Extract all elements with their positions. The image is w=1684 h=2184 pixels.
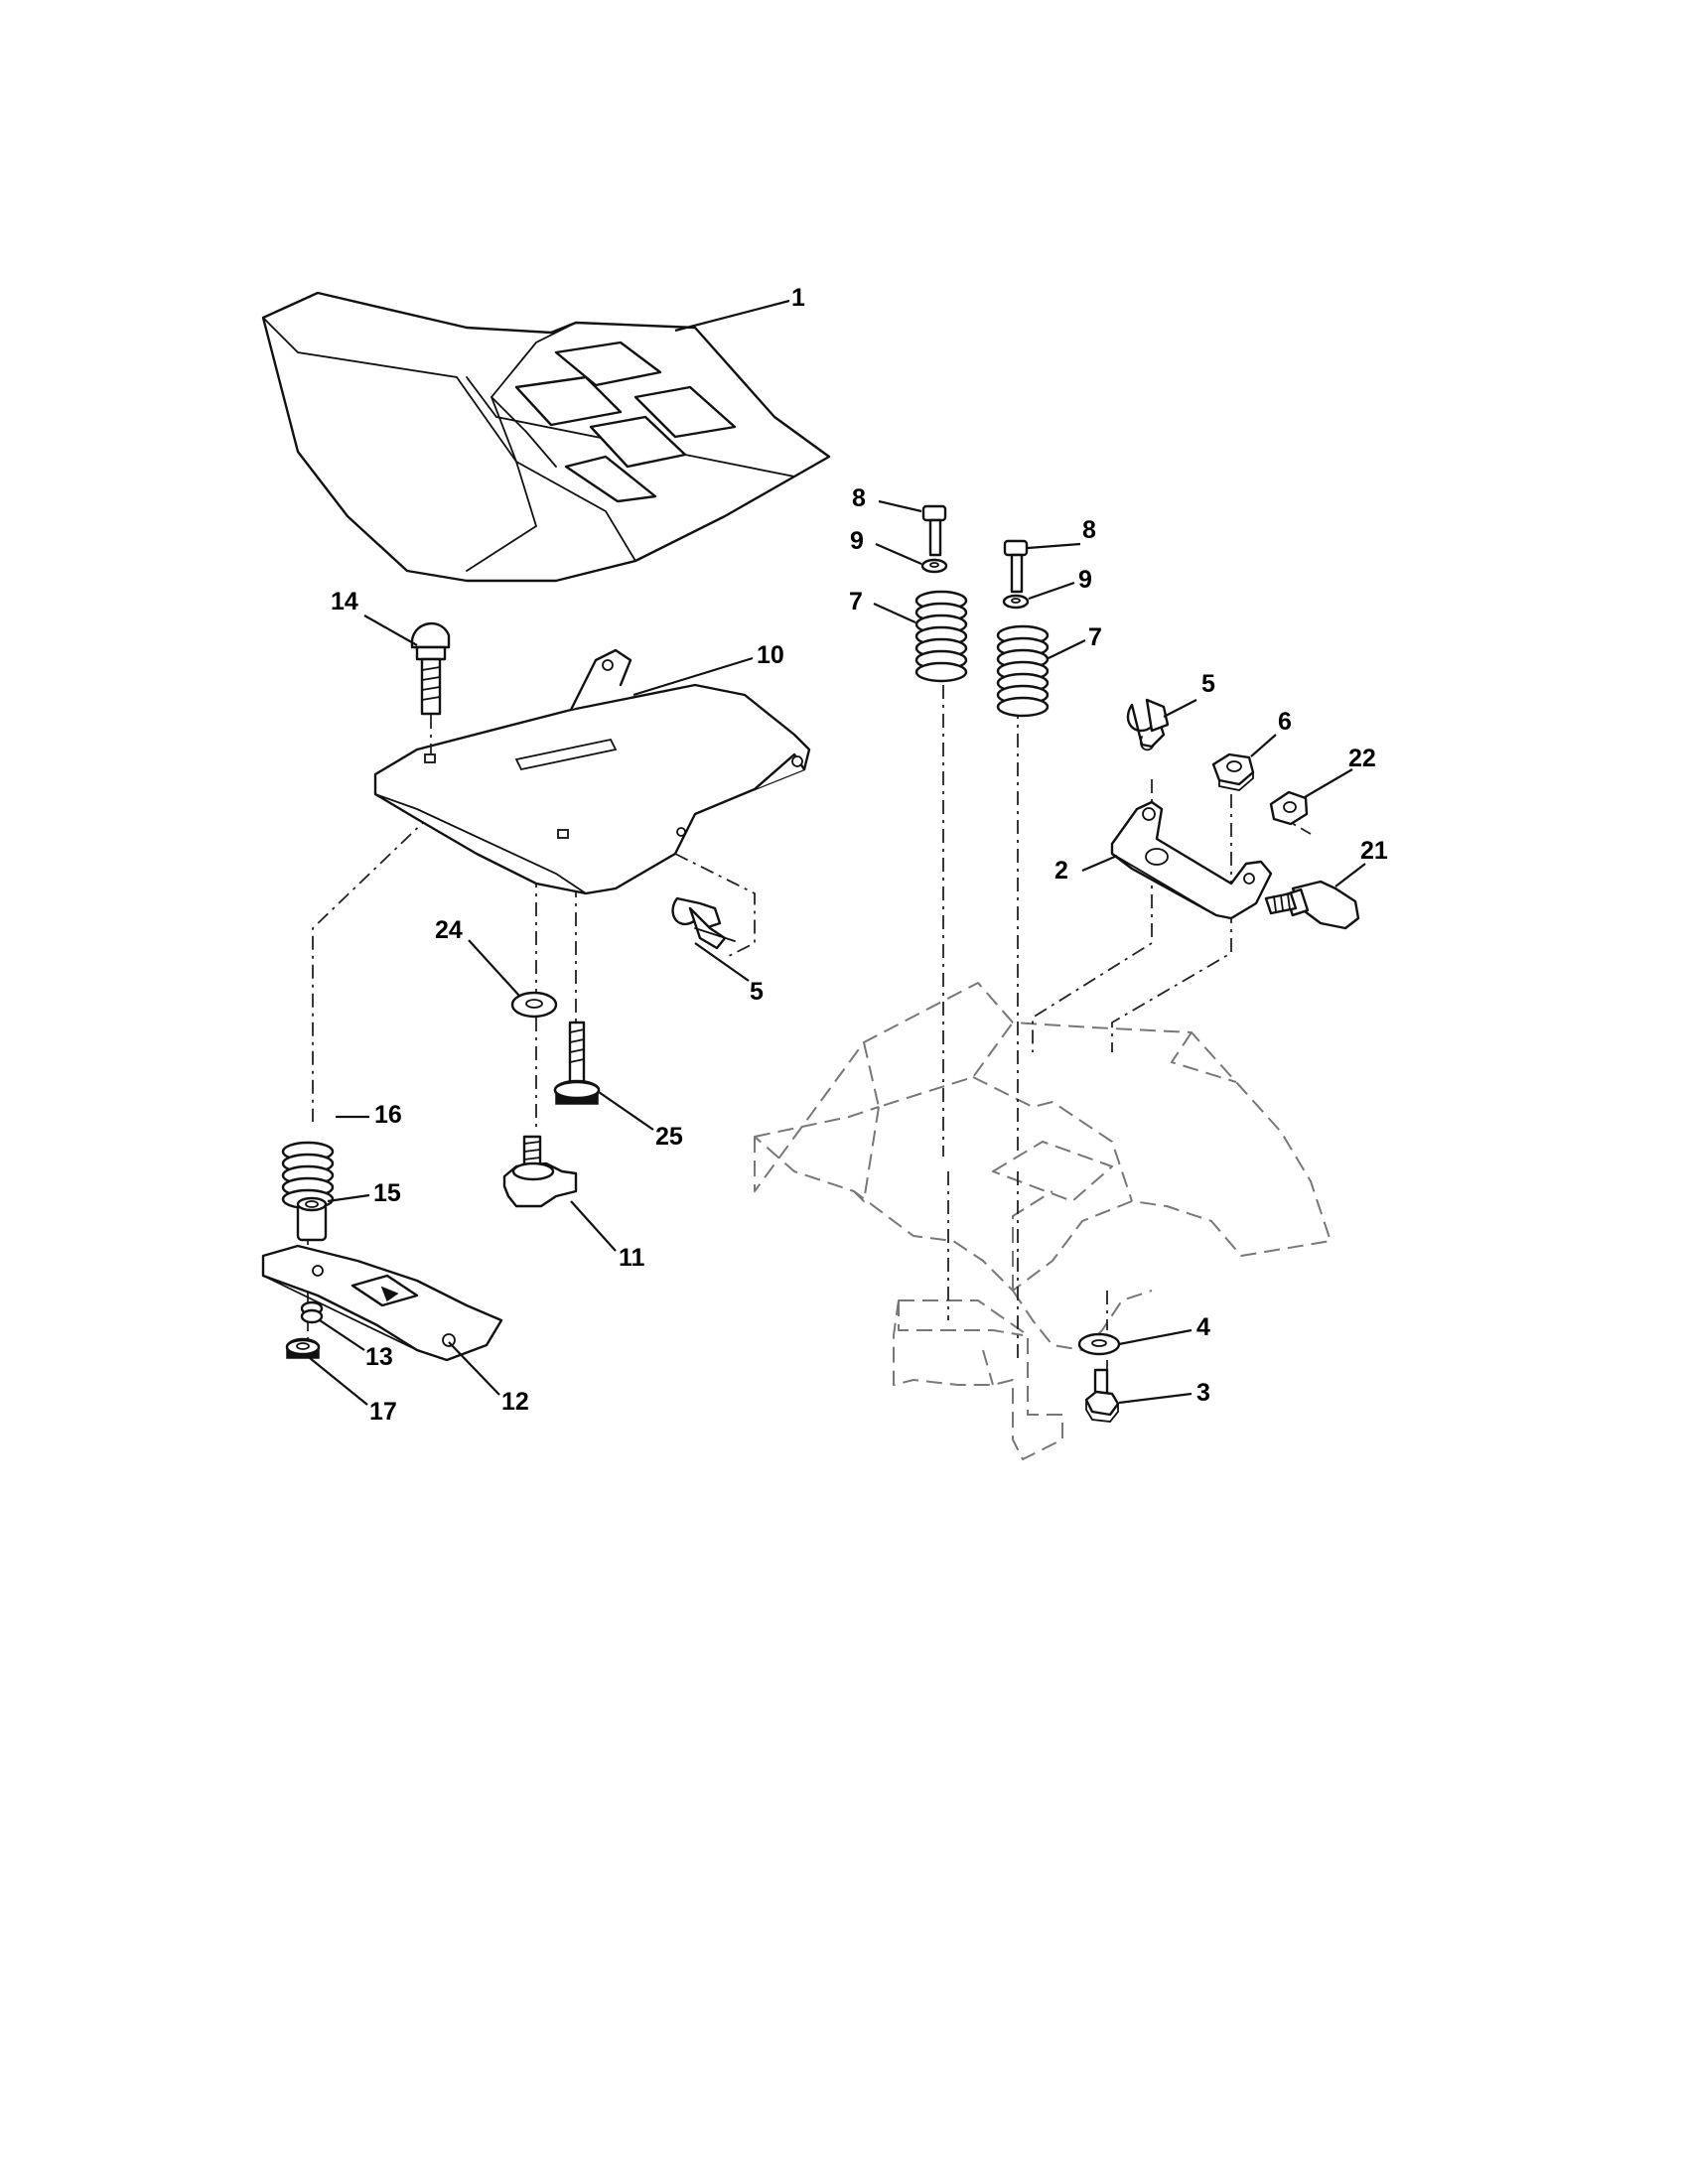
callout-24: 24 xyxy=(435,916,463,944)
callout-22: 22 xyxy=(1348,745,1376,772)
carriage-bolt xyxy=(410,621,451,754)
bolt-right xyxy=(1003,539,1029,594)
callout-15: 15 xyxy=(373,1179,401,1207)
nut-22 xyxy=(1269,790,1309,826)
seat xyxy=(261,291,831,583)
callout-9-left: 9 xyxy=(850,527,864,555)
callout-6: 6 xyxy=(1278,708,1292,736)
seat-pan xyxy=(373,648,811,895)
callout-10: 10 xyxy=(757,641,784,669)
callout-21: 21 xyxy=(1360,837,1388,865)
callout-7-left: 7 xyxy=(849,588,863,615)
callout-3: 3 xyxy=(1196,1379,1210,1407)
callout-17: 17 xyxy=(369,1398,397,1426)
callout-8-right: 8 xyxy=(1082,516,1096,544)
tractor-frame-outline xyxy=(754,982,1332,1460)
callout-1: 1 xyxy=(791,284,805,312)
clip-left xyxy=(671,896,736,950)
adjustment-knob xyxy=(502,1135,578,1208)
washer-small xyxy=(300,1300,324,1324)
callout-9-right: 9 xyxy=(1078,566,1092,594)
clip-right xyxy=(1126,698,1170,751)
callout-12: 12 xyxy=(501,1388,529,1416)
callout-5-right: 5 xyxy=(1201,670,1215,698)
callout-13: 13 xyxy=(365,1343,393,1371)
washer-right xyxy=(1002,594,1030,610)
callout-14: 14 xyxy=(331,588,358,615)
shoulder-bolt xyxy=(553,1021,601,1105)
callout-7-right: 7 xyxy=(1088,623,1102,651)
hex-bolt-3 xyxy=(1084,1368,1120,1423)
shoulder-bolt-21 xyxy=(1264,880,1360,930)
slide-plate xyxy=(261,1244,503,1362)
callout-25: 25 xyxy=(655,1123,683,1151)
bolt-left xyxy=(921,504,947,557)
seat-bracket xyxy=(1110,800,1273,920)
spacer xyxy=(296,1196,328,1242)
seat-panels xyxy=(514,341,737,503)
washer-left xyxy=(920,558,948,574)
callout-11: 11 xyxy=(619,1244,645,1272)
spring-left xyxy=(914,590,968,683)
callout-labels: 1 10 14 8 8 9 9 7 7 5 6 22 21 2 5 24 25 … xyxy=(331,284,1388,1426)
leader-lines xyxy=(309,299,1366,1406)
callout-2: 2 xyxy=(1054,857,1068,885)
washer xyxy=(510,991,558,1019)
nut-bottom-left xyxy=(285,1337,321,1359)
callout-8-left: 8 xyxy=(852,484,866,512)
washer-4 xyxy=(1077,1332,1121,1356)
callout-16: 16 xyxy=(374,1101,402,1129)
nut-6 xyxy=(1211,752,1255,791)
callout-4: 4 xyxy=(1196,1313,1210,1341)
spring-right xyxy=(996,624,1050,718)
callout-5-left: 5 xyxy=(750,978,764,1006)
